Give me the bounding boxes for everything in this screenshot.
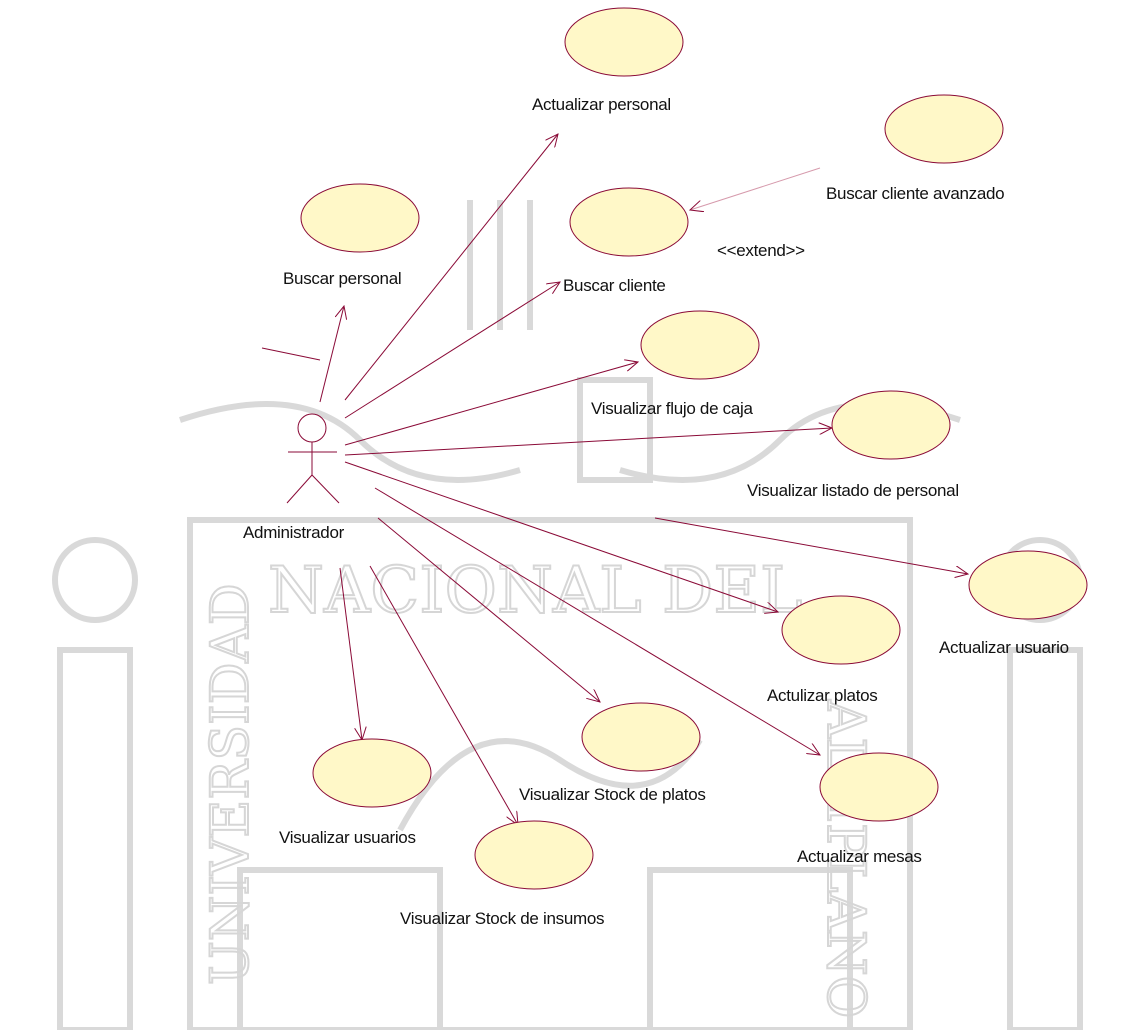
assoc-actualizar-usuario xyxy=(654,517,968,574)
usecase-visualizar-flujo-de-caja[interactable] xyxy=(640,310,760,380)
assoc-visualizar-flujo-de-caja xyxy=(344,362,638,446)
label-buscar-personal: Buscar personal xyxy=(283,269,401,288)
label-actualizar-mesas: Actualizar mesas xyxy=(797,847,922,866)
label-visualizar-stock-de-platos: Visualizar Stock de platos xyxy=(519,785,706,804)
assoc-visualizar-stock-de-insumos xyxy=(369,565,518,825)
assoc-buscar-cliente xyxy=(344,282,560,419)
assoc-actualizar-personal xyxy=(344,134,558,401)
watermark-shapes xyxy=(52,200,1083,1030)
label-actulizar-platos: Actulizar platos xyxy=(767,686,877,705)
watermark-text: NACIONAL DEL xyxy=(268,554,803,628)
assoc-actualizar-mesas xyxy=(374,487,820,755)
label-visualizar-usuarios: Visualizar usuarios xyxy=(279,828,416,847)
usecase-buscar-personal[interactable] xyxy=(300,183,420,253)
usecase-actualizar-usuario[interactable] xyxy=(968,550,1088,620)
assoc-actulizar-platos xyxy=(344,461,778,612)
usecase-buscar-cliente-avanzado[interactable] xyxy=(884,94,1004,164)
actor-administrador[interactable]: Administrador xyxy=(243,413,345,542)
usecase-actualizar-mesas[interactable] xyxy=(819,752,939,822)
extend-stereotype-label: <<extend>> xyxy=(717,241,805,260)
label-actualizar-usuario: Actualizar usuario xyxy=(939,638,1069,657)
label-buscar-cliente: Buscar cliente xyxy=(563,276,666,295)
usecase-visualizar-listado-de-personal[interactable] xyxy=(831,390,951,460)
usecase-visualizar-stock-de-insumos[interactable] xyxy=(474,820,594,890)
actor-label: Administrador xyxy=(243,523,345,542)
watermark-side-right: ALTIPLANO xyxy=(815,699,875,1018)
assoc-visualizar-stock-de-platos xyxy=(377,517,600,702)
use-case-ellipses xyxy=(300,7,1088,890)
usecase-actulizar-platos[interactable] xyxy=(781,595,901,665)
assoc-visualizar-listado-de-personal xyxy=(344,428,832,456)
label-visualizar-stock-de-insumos: Visualizar Stock de insumos xyxy=(400,909,604,928)
label-actualizar-personal: Actualizar personal xyxy=(532,95,671,114)
usecase-visualizar-stock-de-platos[interactable] xyxy=(581,702,701,772)
stray-line xyxy=(261,347,321,361)
usecase-actualizar-personal[interactable] xyxy=(564,7,684,77)
assoc-buscar-personal xyxy=(319,306,344,403)
watermark-side-left: UNIVERSIDAD xyxy=(201,583,261,985)
usecase-visualizar-usuarios[interactable] xyxy=(312,738,432,808)
label-visualizar-flujo-de-caja: Visualizar flujo de caja xyxy=(591,399,753,418)
stick-figure-actor-icon xyxy=(286,413,340,504)
assoc-visualizar-usuarios xyxy=(339,567,362,740)
use-case-labels: Actualizar personal Buscar cliente avanz… xyxy=(279,95,1069,928)
usecase-buscar-cliente[interactable] xyxy=(569,187,689,257)
extend-relation xyxy=(690,167,821,210)
associations xyxy=(261,134,968,825)
label-buscar-cliente-avanzado: Buscar cliente avanzado xyxy=(826,184,1004,203)
label-visualizar-listado-de-personal: Visualizar listado de personal xyxy=(747,481,959,500)
